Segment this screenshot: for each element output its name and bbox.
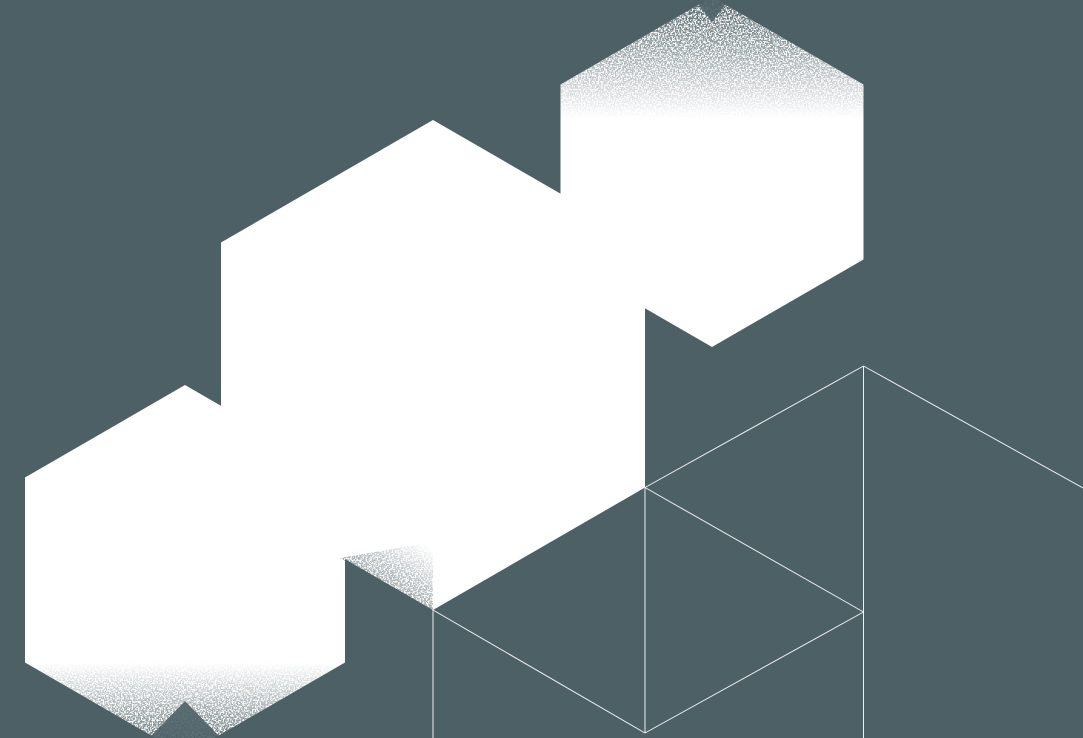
- grain-top-right-hexagon: [560, 0, 864, 118]
- wireframe-line: [644, 365, 864, 488]
- grain-tip-top-right-hexagon: [695, 0, 729, 22]
- hexagon-group: [25, 0, 864, 738]
- grain-bottom-left-hexagon: [25, 662, 345, 738]
- grain-group: [25, 0, 864, 738]
- wireframe-line: [432, 609, 646, 734]
- grain-tip-bottom-left-hexagon: [148, 701, 222, 738]
- wireframe-line: [644, 487, 864, 613]
- wireframe-line: [863, 365, 1083, 489]
- hexagon-bottom-left: [25, 385, 345, 738]
- grain-middle-hexagon: [340, 542, 433, 612]
- wireframe-group: [432, 365, 1083, 738]
- wireframe-line: [644, 611, 864, 734]
